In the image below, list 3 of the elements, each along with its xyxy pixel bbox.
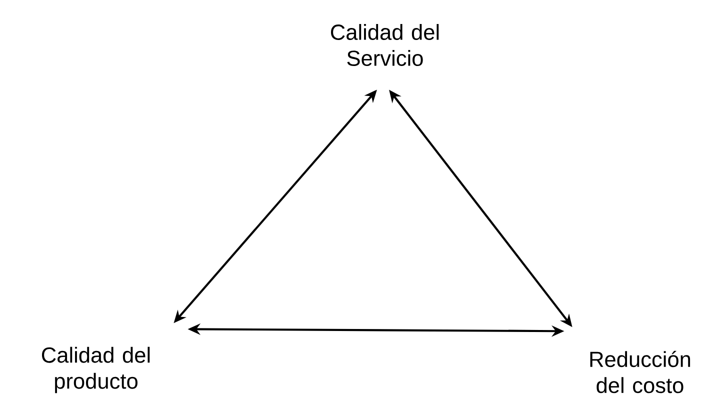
node-label: Calidad del producto [42,346,150,394]
node-label: Calidad del Servicio [331,24,439,66]
node-label: Reducción del costo [590,350,690,394]
